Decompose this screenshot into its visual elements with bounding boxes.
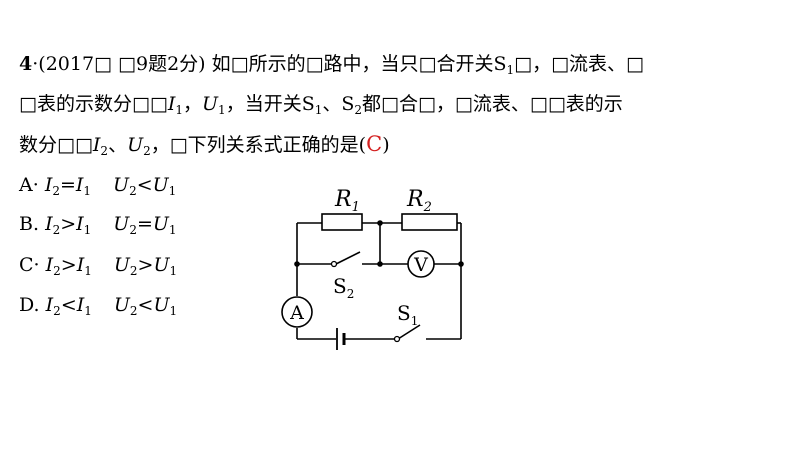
- voltage-symbol: U: [113, 213, 130, 235]
- current-symbol: I: [45, 213, 53, 235]
- current-symbol: I: [167, 93, 176, 115]
- question-text: 、S: [322, 93, 355, 115]
- subscript: 1: [314, 103, 323, 117]
- relation: <: [137, 294, 154, 316]
- current-symbol: I: [92, 134, 101, 156]
- subscript: 2: [129, 304, 138, 318]
- current-symbol: I: [76, 254, 85, 276]
- current-symbol: I: [45, 254, 54, 276]
- option-label: D.: [19, 294, 40, 316]
- question-line-3: 数分□□I2、U2，□下列关系式正确的是(C): [19, 132, 390, 163]
- switch-s1-blade: [397, 324, 421, 340]
- current-symbol: I: [45, 294, 54, 316]
- question-text: 、: [108, 134, 128, 156]
- subscript: 2: [129, 264, 138, 278]
- question-text: ，: [183, 93, 203, 115]
- voltage-symbol: U: [113, 254, 130, 276]
- option-label: C·: [19, 254, 40, 276]
- question-line-1: 4·(2017□ □9题2分) 如□所示的□路中，当只□合开关S1□，□流表、□: [19, 52, 644, 82]
- switch-contact: [330, 260, 338, 268]
- answer-text: C: [366, 132, 383, 156]
- question-text: ，□下列关系式正确的是(: [150, 134, 367, 156]
- question-separator: ·: [32, 53, 39, 75]
- subscript: 1: [168, 223, 177, 237]
- current-symbol: I: [75, 174, 84, 196]
- junction-dot: [294, 261, 300, 267]
- question-source: (2017□ □9题2分): [38, 53, 206, 75]
- question-text: 都□合□，□流表、□□表的示: [362, 93, 623, 115]
- subscript: 1: [84, 304, 92, 318]
- ammeter: [281, 296, 313, 328]
- subscript: 2: [53, 264, 61, 278]
- question-line-2: □表的示数分□□I1，U1，当开关S1、S2都□合□，□流表、□□表的示: [19, 92, 623, 122]
- relation: =: [136, 213, 153, 235]
- option-label: A·: [19, 174, 39, 196]
- subscript: 1: [83, 223, 92, 237]
- voltage-symbol: U: [113, 294, 130, 316]
- subscript: 2: [354, 103, 363, 117]
- current-symbol: I: [76, 213, 84, 235]
- junction-dot: [377, 261, 383, 267]
- subscript: 2: [100, 144, 109, 158]
- voltage-symbol: U: [152, 174, 169, 196]
- subscript: 1: [175, 103, 184, 117]
- junction-dot: [458, 261, 464, 267]
- voltage-symbol: U: [153, 254, 170, 276]
- voltage-symbol: U: [127, 134, 144, 156]
- question-text: □，□流表、□: [514, 53, 645, 75]
- voltmeter-label: V: [413, 254, 428, 276]
- subscript: 1: [169, 264, 178, 278]
- s1-label: S1: [397, 301, 418, 328]
- resistor-r1: [321, 213, 363, 231]
- current-symbol: I: [44, 174, 53, 196]
- relation: =: [59, 174, 76, 196]
- subscript: 1: [168, 184, 177, 198]
- relation: >: [60, 213, 77, 235]
- question-text: 如□所示的□路中，当只□合开关S: [205, 53, 507, 75]
- relation: >: [137, 254, 154, 276]
- r1-label: R1: [334, 187, 360, 215]
- subscript: 1: [84, 264, 92, 278]
- current-symbol: I: [76, 294, 85, 316]
- relation: >: [60, 254, 77, 276]
- relation: <: [60, 294, 77, 316]
- voltage-symbol: U: [153, 294, 170, 316]
- question-text: □表的示数分□□: [19, 93, 168, 115]
- question-text: 数分□□: [19, 134, 93, 156]
- subscript: 2: [129, 223, 137, 237]
- option-label: B.: [19, 213, 40, 235]
- voltage-symbol: U: [113, 174, 130, 196]
- subscript: 1: [169, 304, 178, 318]
- subscript: 2: [52, 184, 60, 198]
- s2-label: S2: [333, 274, 354, 301]
- junction-dot: [377, 220, 383, 226]
- voltage-symbol: U: [202, 93, 219, 115]
- subscript: 1: [506, 63, 515, 77]
- subscript: 2: [143, 144, 151, 158]
- resistor-r2: [401, 213, 458, 231]
- ammeter-label: A: [289, 302, 304, 324]
- switch-contact: [393, 335, 401, 343]
- question-text: ，当开关S: [225, 93, 315, 115]
- subscript: 1: [83, 184, 92, 198]
- subscript: 2: [129, 184, 137, 198]
- question-number: 4: [19, 53, 33, 75]
- r2-label: R2: [406, 187, 432, 215]
- subscript: 2: [53, 304, 61, 318]
- subscript: 2: [52, 223, 61, 237]
- question-text: ): [382, 134, 390, 156]
- subscript: 1: [218, 103, 226, 117]
- voltage-symbol: U: [152, 213, 169, 235]
- switch-s2-blade: [335, 251, 361, 265]
- relation: <: [136, 174, 153, 196]
